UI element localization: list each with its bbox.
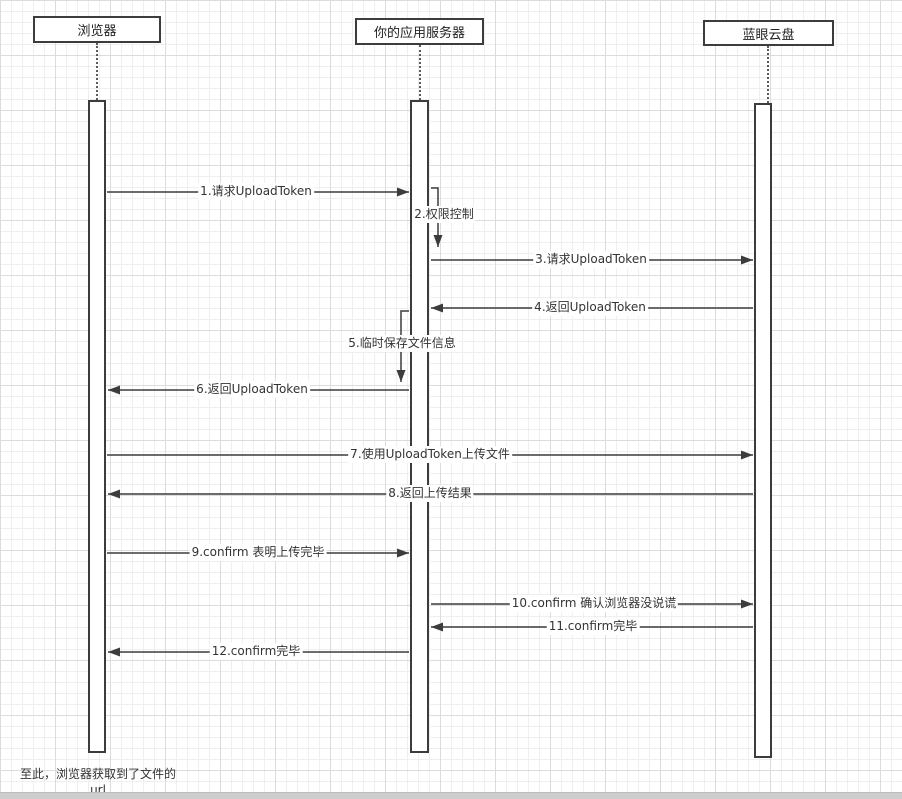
- actor-label-browser: 浏览器: [77, 24, 117, 39]
- lifeline-browser: [96, 43, 98, 100]
- message-label-3[interactable]: 3.请求UploadToken: [533, 251, 649, 268]
- message-label-6[interactable]: 6.返回UploadToken: [194, 381, 310, 398]
- actor-box-app-server[interactable]: 你的应用服务器: [355, 18, 484, 45]
- actor-box-cloud[interactable]: 蓝眼云盘: [703, 20, 834, 46]
- message-label-2[interactable]: 2.权限控制: [412, 206, 476, 223]
- message-label-10[interactable]: 10.confirm 确认浏览器没说谎: [509, 595, 679, 612]
- message-label-9[interactable]: 9.confirm 表明上传完毕: [189, 544, 327, 561]
- activation-bar-cloud[interactable]: [754, 103, 772, 758]
- lifeline-app-server: [419, 45, 421, 100]
- message-label-8[interactable]: 8.返回上传结果: [386, 485, 474, 502]
- message-arrow-2-self[interactable]: [431, 187, 443, 247]
- message-label-12[interactable]: 12.confirm完毕: [209, 643, 303, 660]
- message-label-4[interactable]: 4.返回UploadToken: [532, 299, 648, 316]
- message-label-11[interactable]: 11.confirm完毕: [546, 618, 640, 635]
- activation-bar-app-server[interactable]: [410, 100, 429, 753]
- activation-bar-browser[interactable]: [88, 100, 106, 753]
- message-label-5[interactable]: 5.临时保存文件信息: [346, 335, 458, 352]
- lifeline-cloud: [767, 46, 769, 103]
- actor-label-cloud: 蓝眼云盘: [742, 27, 795, 43]
- message-arrow-5-self[interactable]: [396, 310, 409, 382]
- message-label-1[interactable]: 1.请求UploadToken: [198, 183, 314, 200]
- horizontal-scrollbar[interactable]: [0, 792, 902, 799]
- actor-label-app-server: 你的应用服务器: [373, 26, 465, 41]
- message-label-7[interactable]: 7.使用UploadToken上传文件: [348, 446, 512, 463]
- actor-box-browser[interactable]: 浏览器: [33, 16, 161, 43]
